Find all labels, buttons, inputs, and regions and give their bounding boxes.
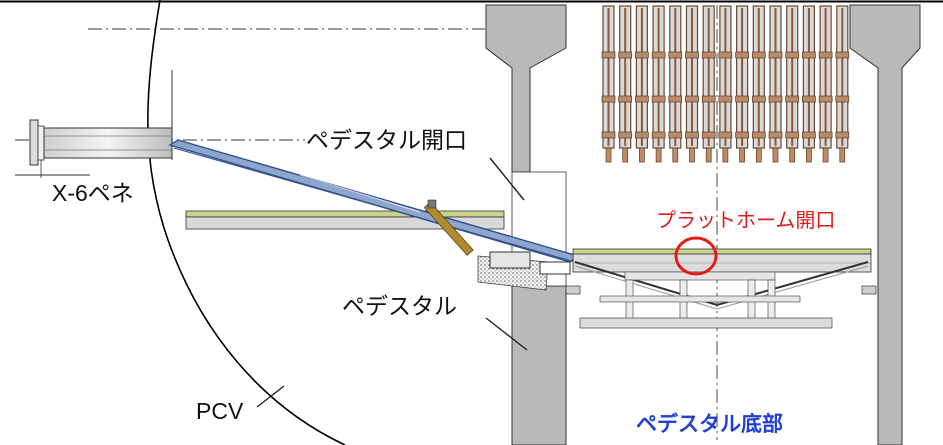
guide-tube bbox=[668, 5, 683, 163]
platform bbox=[565, 248, 877, 329]
pedestal-wall-right bbox=[849, 4, 921, 445]
pedestal-wall-left-upper bbox=[485, 4, 567, 173]
rail-end-block bbox=[477, 251, 571, 291]
guide-tube bbox=[768, 5, 783, 163]
pcv-wall bbox=[147, 0, 346, 445]
label-x6-penetration: X-6ペネ bbox=[52, 180, 134, 206]
guide-tube bbox=[718, 5, 733, 163]
guide-tube bbox=[751, 5, 766, 163]
guide-tube bbox=[601, 5, 616, 163]
guide-tube bbox=[802, 5, 816, 163]
leader-pcv bbox=[256, 385, 285, 408]
guide-tube bbox=[635, 5, 649, 163]
leader-pedestal-opening bbox=[489, 157, 525, 201]
guide-tube bbox=[685, 5, 699, 163]
label-pcv: PCV bbox=[196, 398, 244, 424]
label-platform-opening: プラットホーム開口 bbox=[656, 210, 835, 232]
crd-guide-tubes bbox=[601, 5, 850, 163]
label-pedestal-opening: ペデスタル開口 bbox=[306, 127, 467, 153]
robot-arm bbox=[423, 199, 474, 256]
guide-tube bbox=[701, 5, 716, 163]
guide-tube bbox=[735, 5, 749, 163]
guide-tube bbox=[835, 5, 850, 163]
leader-pedestal bbox=[485, 317, 528, 351]
guide-tube bbox=[785, 5, 800, 163]
label-pedestal-bottom: ペデスタル底部 bbox=[636, 412, 783, 436]
guide-tube bbox=[818, 5, 833, 163]
guide-tube bbox=[618, 5, 633, 163]
platform-opening-highlight bbox=[674, 236, 718, 276]
pedestal-wall-left-lower bbox=[511, 285, 567, 445]
label-pedestal: ペデスタル bbox=[342, 293, 457, 319]
guide-tube bbox=[651, 5, 666, 163]
x6-penetration-sleeve bbox=[15, 70, 173, 178]
